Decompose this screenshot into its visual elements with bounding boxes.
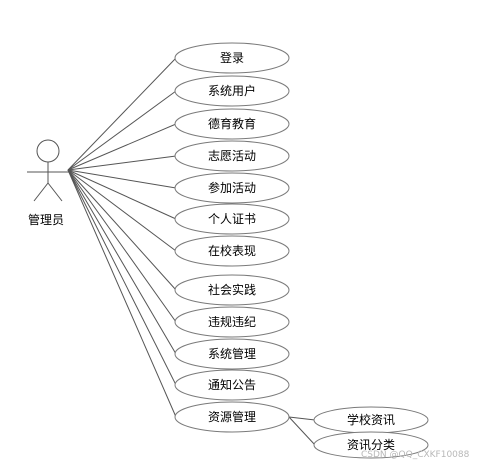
watermark: CSDN @QQ_CXKF10088 [361, 450, 470, 460]
association-line [67, 169, 177, 220]
use-case-label: 系统管理 [208, 346, 256, 361]
use-case: 社会实践 [174, 274, 290, 306]
use-case-label: 个人证书 [208, 212, 256, 226]
association-line [67, 169, 177, 386]
use-case: 资源管理 [174, 401, 290, 433]
use-case-label: 登录 [220, 50, 244, 65]
use-case-list: 登录系统用户德育教育志愿活动参加活动个人证书在校表现社会实践违规违纪系统管理通知… [174, 42, 290, 433]
association-lines [67, 57, 316, 446]
association-line [67, 169, 177, 252]
use-case-ellipse [174, 306, 290, 338]
actor-right-leg [47, 182, 63, 202]
use-case-ellipse [174, 274, 290, 306]
association-line [67, 123, 177, 171]
use-case-ellipse [174, 108, 290, 140]
use-case-ellipse [174, 338, 290, 370]
use-case-ellipse [174, 172, 290, 204]
use-case: 参加活动 [174, 172, 290, 204]
actor-figure: 管理员 [27, 139, 69, 227]
use-case-label: 系统用户 [208, 83, 256, 98]
association-line [67, 169, 177, 418]
use-case-label: 志愿活动 [208, 149, 256, 163]
sub-use-case: 资讯分类 [313, 431, 429, 459]
sub-use-case-label: 资讯分类 [347, 438, 395, 452]
include-line [288, 416, 316, 421]
include-line [288, 416, 316, 446]
use-case-ellipse [174, 369, 290, 401]
use-case: 德育教育 [174, 108, 290, 140]
actor-head [36, 139, 60, 163]
use-case-label: 德育教育 [208, 116, 256, 131]
association-line [67, 169, 177, 355]
use-case-label: 违规违纪 [208, 314, 256, 329]
use-case: 登录 [174, 42, 290, 74]
association-line [67, 90, 177, 171]
use-case: 志愿活动 [174, 140, 290, 172]
use-case-ellipse [174, 42, 290, 74]
use-case-label: 通知公告 [208, 378, 256, 392]
use-case-label: 在校表现 [208, 243, 256, 258]
actor-left-leg [33, 182, 49, 202]
sub-use-case: 学校资讯 [313, 406, 429, 434]
use-case-ellipse [174, 401, 290, 433]
use-case: 系统管理 [174, 338, 290, 370]
association-line [67, 155, 177, 171]
association-line [67, 57, 177, 171]
use-case: 通知公告 [174, 369, 290, 401]
sub-use-case-ellipse [313, 431, 429, 459]
association-line [67, 169, 177, 323]
use-case-ellipse [174, 235, 290, 267]
use-case-label: 社会实践 [208, 282, 256, 297]
use-case-ellipse [174, 203, 290, 235]
use-case-label: 参加活动 [208, 180, 256, 195]
use-case-ellipse [174, 140, 290, 172]
actor-label: 管理员 [28, 212, 64, 227]
use-case: 违规违纪 [174, 306, 290, 338]
association-line [67, 169, 177, 189]
use-case: 在校表现 [174, 235, 290, 267]
use-case-ellipse [174, 75, 290, 107]
use-case: 系统用户 [174, 75, 290, 107]
sub-use-case-label: 学校资讯 [347, 412, 395, 427]
use-case: 个人证书 [174, 203, 290, 235]
use-case-label: 资源管理 [208, 409, 256, 424]
association-line [67, 169, 177, 291]
